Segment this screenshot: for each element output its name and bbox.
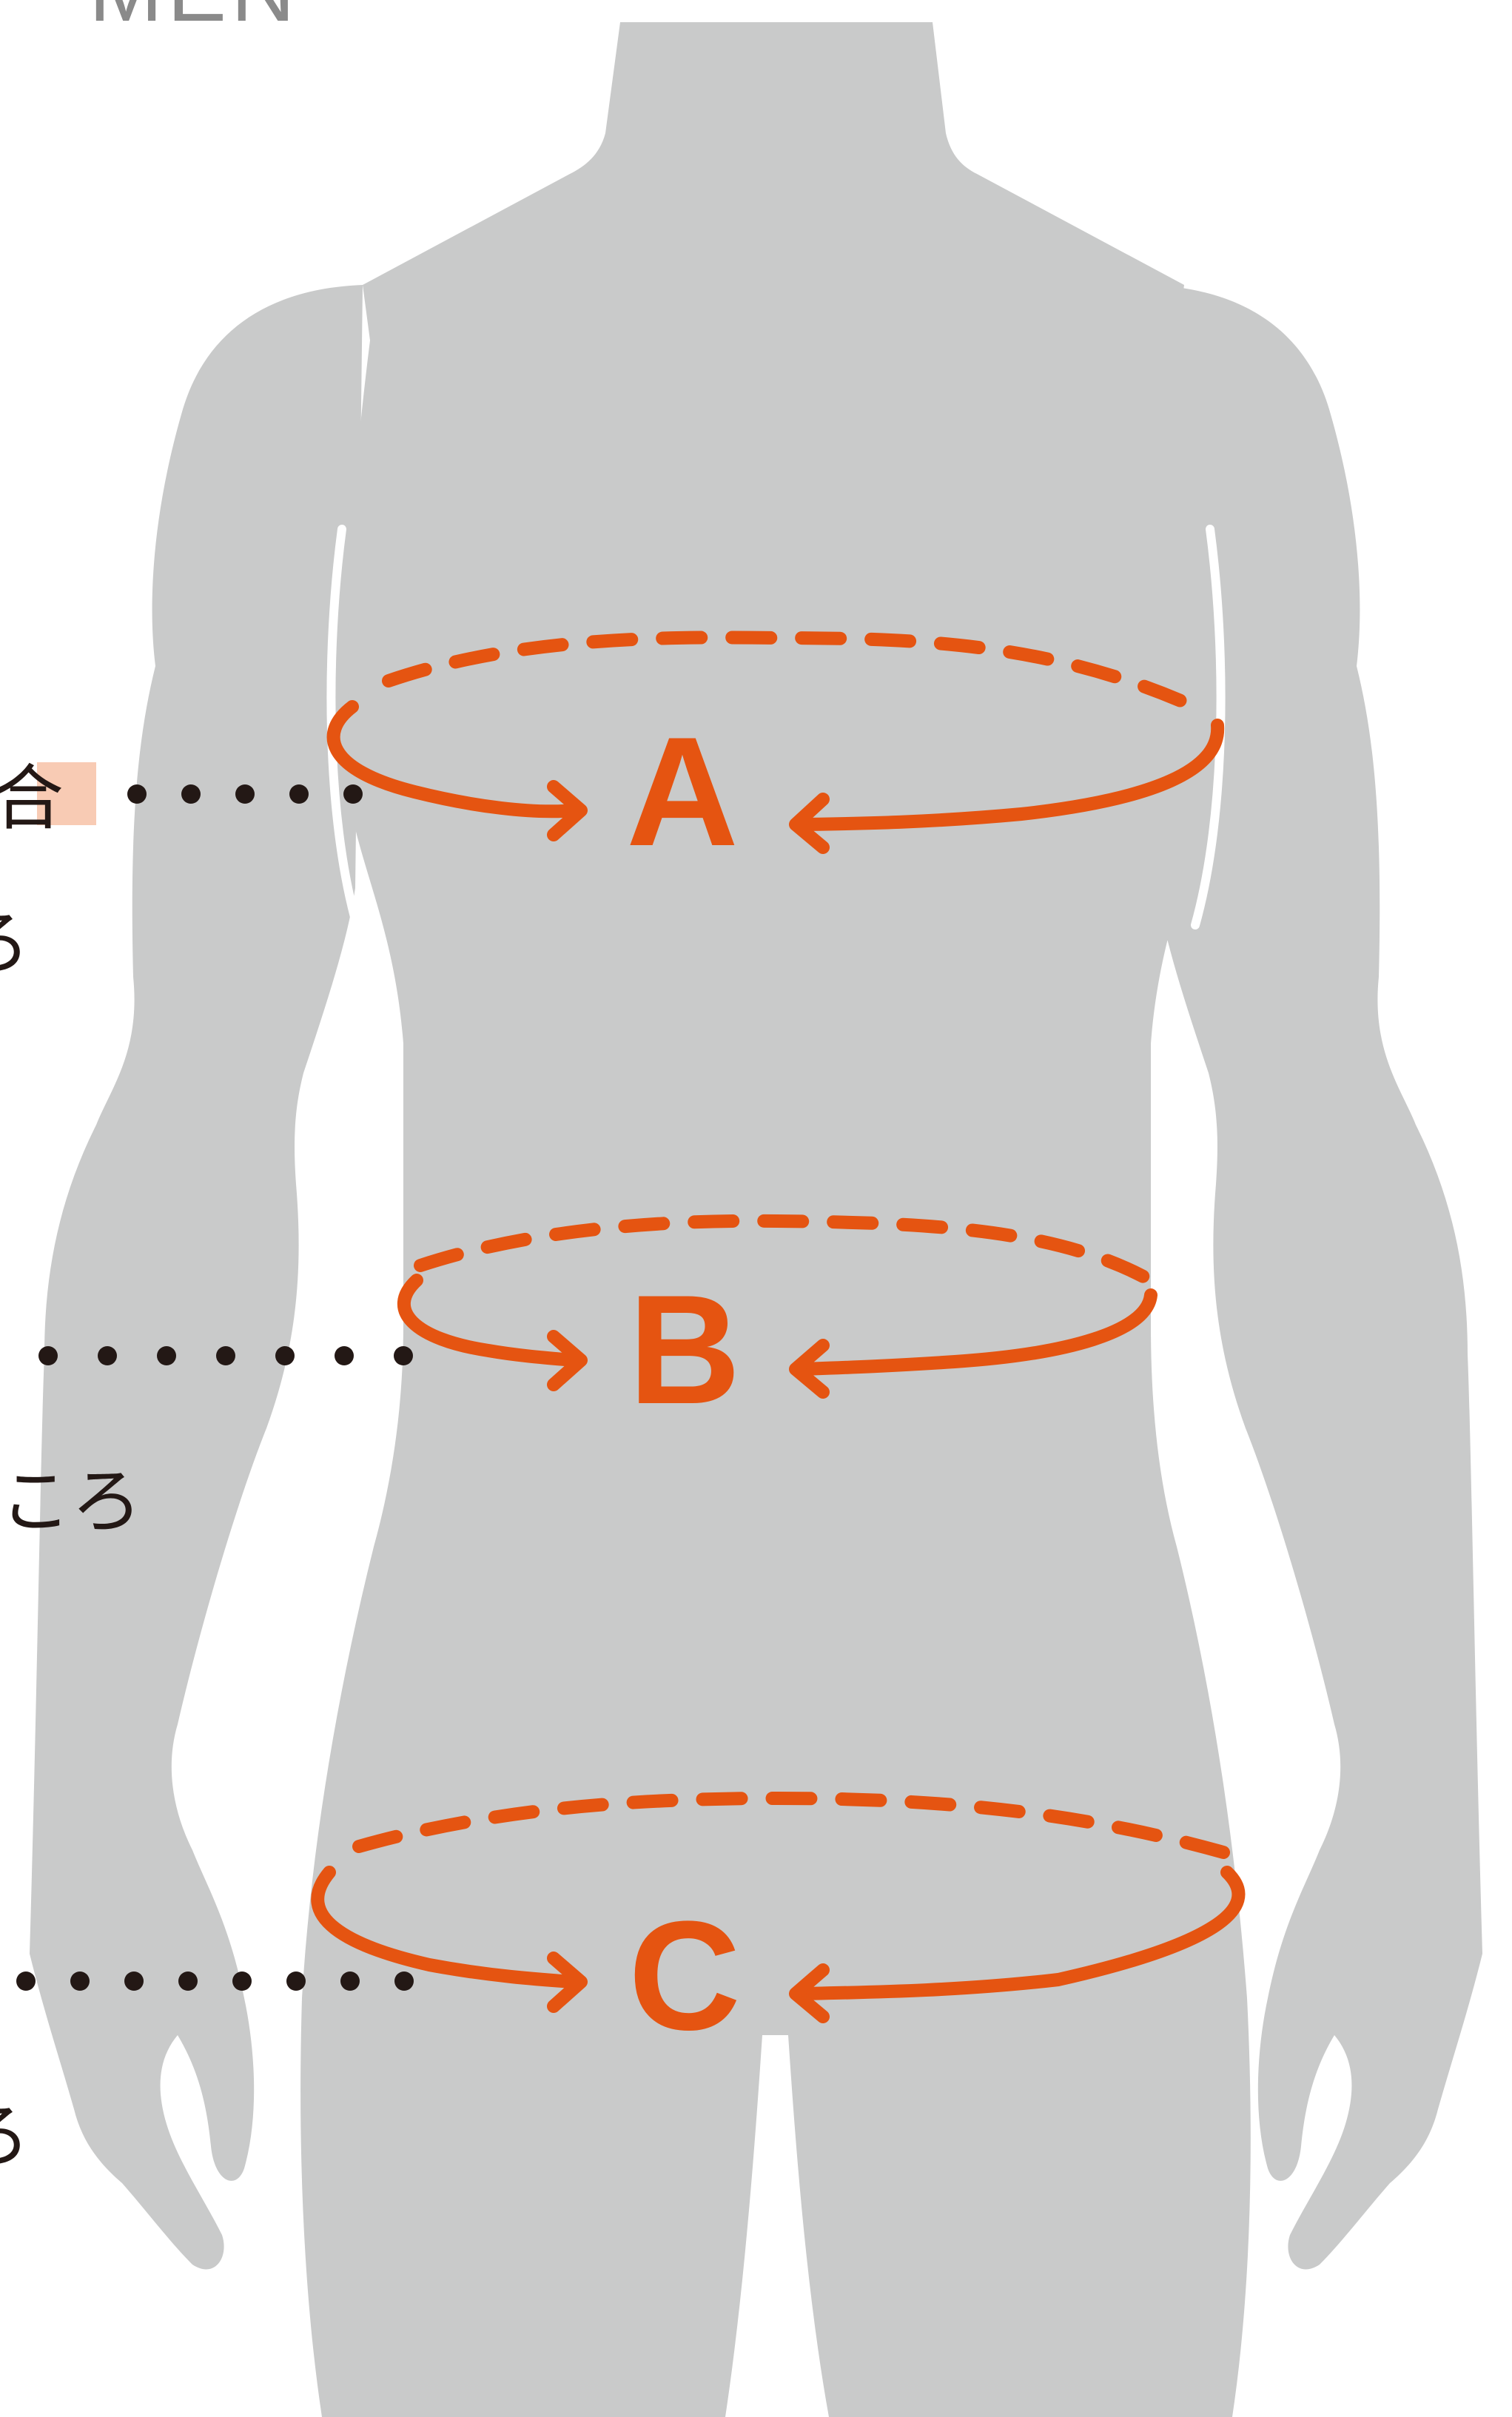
measurement-label-b: B [628, 1263, 741, 1436]
measurement-label-c: C [628, 1889, 741, 2063]
text-fragment-3: ころ [0, 1460, 142, 1543]
header-label: MEN [89, 0, 300, 40]
text-fragment-1: 合 [0, 757, 64, 840]
text-fragment-2: ろ [0, 902, 30, 985]
measurement-label-a: A [626, 705, 739, 878]
text-fragment-4: ろ [0, 2095, 30, 2178]
